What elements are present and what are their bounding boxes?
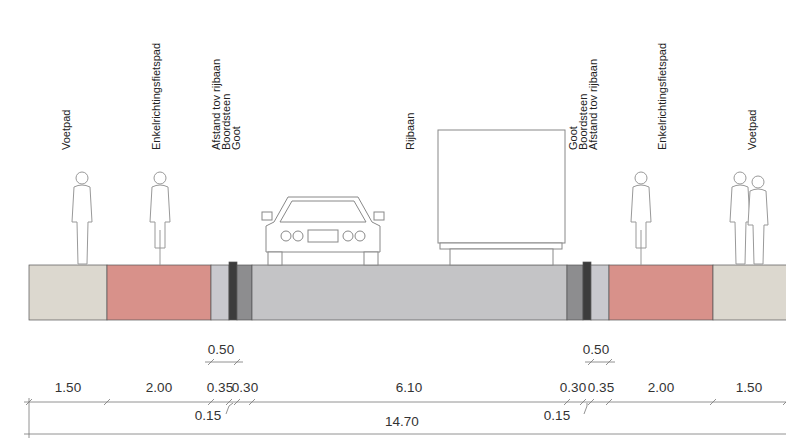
dimension-label: 0.50 [208,343,234,358]
kerb [583,262,591,320]
dimension-ticks [26,399,786,405]
dimension-tick [234,399,240,405]
gutter [567,265,583,320]
zone-label: Rijbaan [404,113,416,150]
zone-label: Afstand tov rijbaan [587,59,599,150]
dimension-tick [783,399,786,405]
dimension-tick [208,399,214,405]
buffer-band [211,265,229,320]
dimension-tick [606,399,612,405]
gutter [237,265,252,320]
dimension-label: 2.00 [648,381,674,396]
dimension-label: 1.50 [55,381,81,396]
dimension-label: 0.50 [583,343,609,358]
dimension-label: 14.70 [385,415,419,430]
zone-label: Enkelrichtingsfietspad [656,43,668,150]
footpath-band [29,265,107,320]
dimension-label: 0.35 [207,381,233,396]
carriageway-band [252,265,567,320]
cycle-path-band [609,265,713,320]
dimension-lines [24,359,786,438]
cyclist-figure [631,172,651,265]
kerb [229,262,237,320]
truck-rear [438,130,565,265]
dimension-tick [580,399,586,405]
dimension-label: 2.00 [146,381,172,396]
dimension-tick [26,399,32,405]
dimension-tick [249,399,255,405]
dimension-label: 6.10 [396,381,422,396]
dimension-label: 0.15 [195,409,221,424]
cycle-path-band [107,265,211,320]
car-front [262,197,384,265]
pedestrian-couple [730,172,768,264]
cyclist-figure [150,172,170,265]
dimension-label: 0.15 [544,409,570,424]
zone-label: Voetpad [746,110,758,150]
pedestrian-figure [72,172,92,264]
dimension-label: 1.50 [736,381,762,396]
zone-label: Enkelrichtingsfietspad [150,43,162,150]
footpath-band [713,265,786,320]
buffer-band [591,265,609,320]
dimension-label: 0.35 [588,381,614,396]
dimension-tick [104,399,110,405]
zone-label: Goot [230,126,242,150]
dimension-label: 0.30 [232,381,258,396]
zone-label: Voetpad [60,110,72,150]
leader-lines [226,403,587,414]
dimension-tick [588,399,594,405]
dimension-label: 0.30 [560,381,586,396]
dimension-tick [564,399,570,405]
dimension-tick [710,399,716,405]
